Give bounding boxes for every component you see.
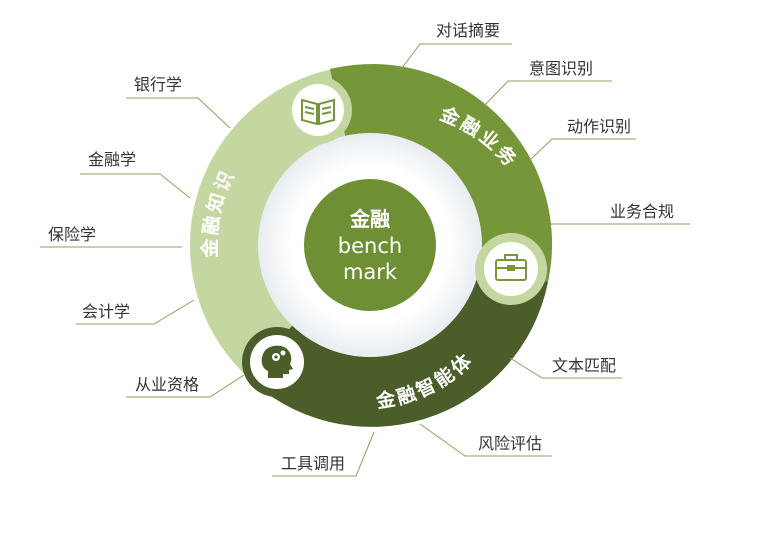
book-badge [284, 76, 352, 144]
head-badge [242, 327, 312, 397]
label-action-recognition: 动作识别 [567, 117, 631, 136]
label-tool-calling: 工具调用 [281, 454, 345, 473]
label-risk-assessment: 风险评估 [478, 434, 542, 453]
label-accounting: 会计学 [82, 302, 130, 321]
labels: 对话摘要 意图识别 动作识别 业务合规 文本匹配 风险评估 工具调用 从业资格 … [48, 21, 674, 473]
label-insurance: 保险学 [48, 225, 96, 244]
center-title-line1: 金融 [349, 207, 390, 231]
leader-lines [40, 43, 690, 477]
center-title-line2: bench [338, 234, 402, 258]
label-compliance: 业务合规 [610, 202, 674, 221]
label-intent-recognition: 意图识别 [529, 59, 593, 78]
label-dialogue-summary: 对话摘要 [436, 21, 500, 40]
center-badge: 金融 bench mark [304, 179, 436, 311]
briefcase-icon [495, 254, 527, 281]
label-text-matching: 文本匹配 [552, 356, 616, 375]
label-qualification: 从业资格 [135, 375, 199, 394]
book-icon [301, 98, 335, 126]
briefcase-badge [475, 233, 547, 305]
label-finance: 金融学 [88, 150, 136, 169]
label-banking: 银行学 [134, 75, 182, 94]
center-title-line3: mark [343, 260, 398, 284]
head-gears-icon [261, 345, 293, 378]
